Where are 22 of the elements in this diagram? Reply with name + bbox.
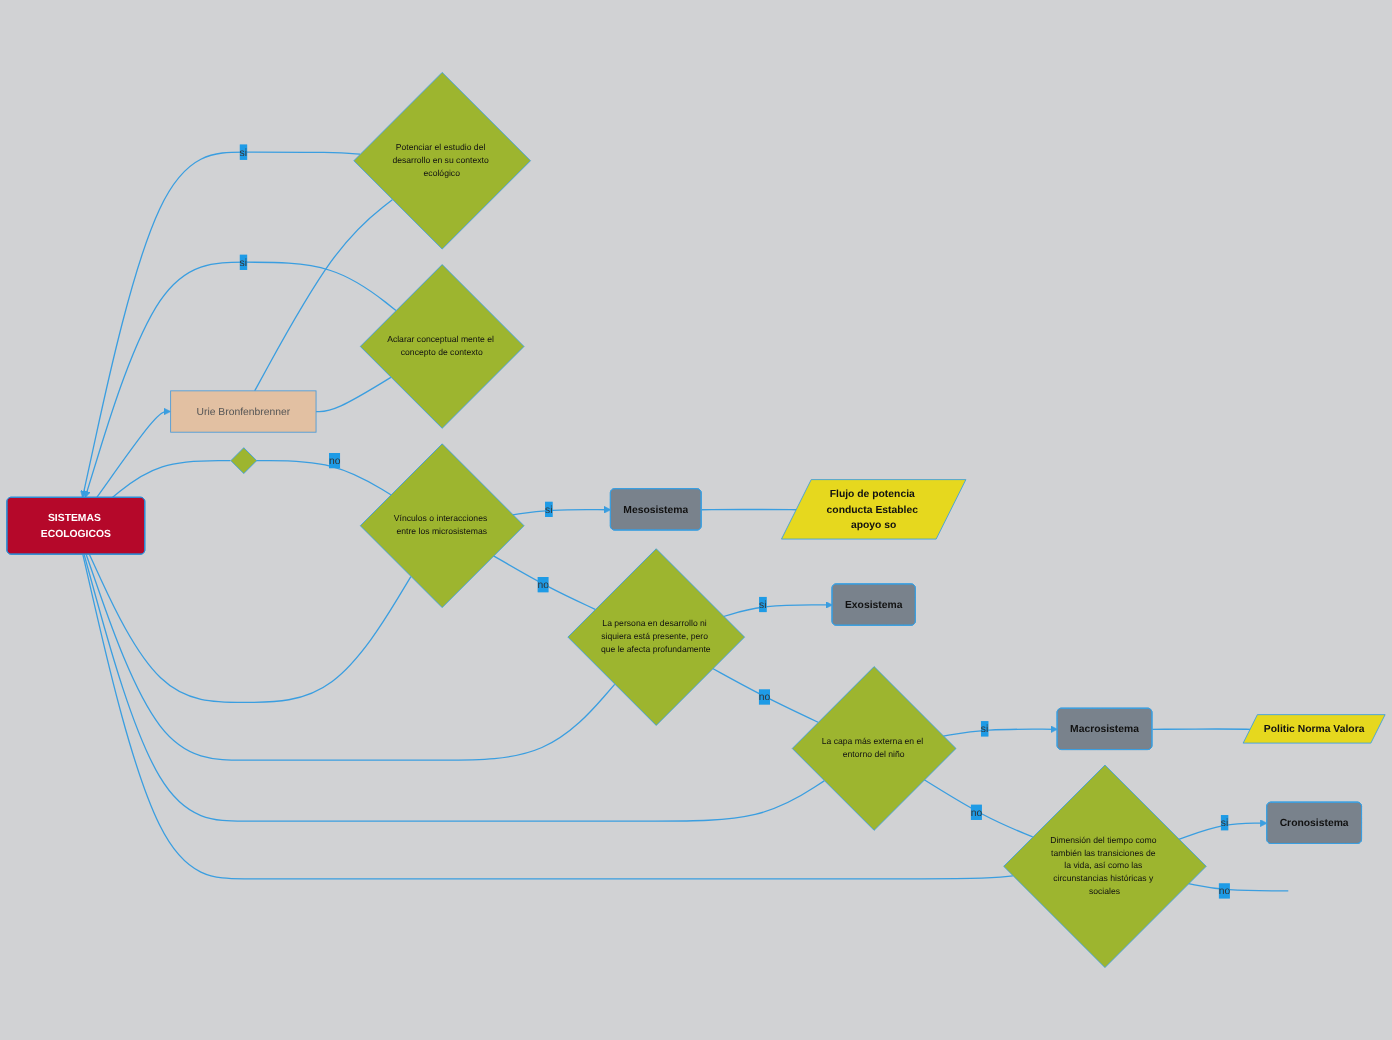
connector: [88, 553, 412, 704]
arrow: [722, 601, 833, 618]
connector: [254, 199, 393, 392]
arrow: [942, 725, 1058, 737]
connector: [83, 553, 825, 822]
arrow: [96, 407, 171, 499]
connector: [1187, 882, 1289, 892]
connector: [111, 460, 232, 499]
connector: [315, 376, 392, 413]
connector: [712, 667, 819, 723]
connector: [255, 460, 392, 496]
connector: [923, 779, 1034, 838]
arrow: [512, 505, 612, 516]
connector: [85, 553, 616, 761]
connector: [700, 508, 798, 511]
arrow: [80, 151, 361, 499]
node-diamond: [230, 447, 258, 474]
connector: [492, 555, 596, 610]
connector: [82, 553, 1014, 880]
arrow: [1178, 819, 1268, 840]
arrow: [83, 261, 397, 499]
connector: [1151, 728, 1252, 730]
